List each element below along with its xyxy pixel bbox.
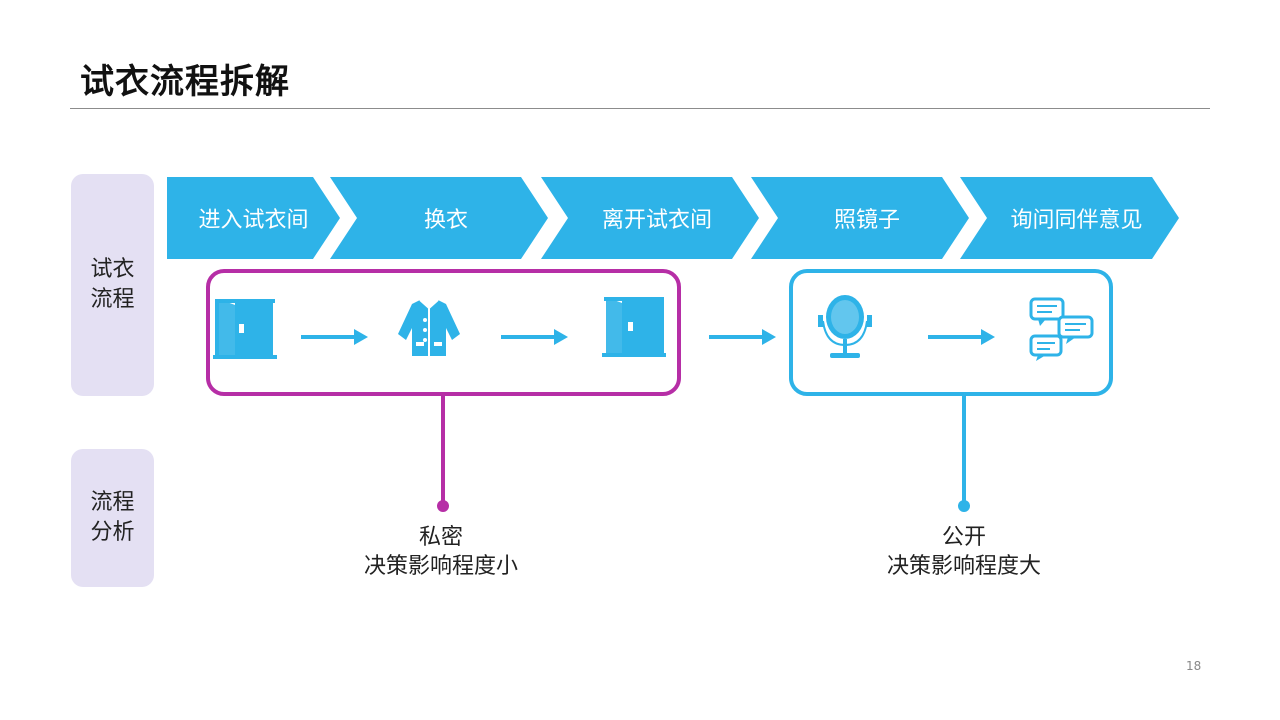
public-connector-dot [958, 500, 970, 512]
page-title: 试衣流程拆解 [80, 62, 290, 102]
public-group-box [789, 269, 1113, 396]
side-label-process-text: 试衣流程 [90, 257, 135, 312]
private-analysis-title: 私密 [418, 525, 463, 550]
chat-bubbles-icon [1029, 297, 1094, 361]
title-divider [70, 108, 1210, 109]
side-label-analysis-text: 流程分析 [90, 490, 135, 545]
step-chevron-ask-companion: 询问同伴意见 [960, 177, 1179, 259]
public-analysis: 公开 决策影响程度大 [844, 523, 1084, 581]
private-connector-dot [437, 500, 449, 512]
step-chevron-change-clothes: 换衣 [330, 177, 548, 259]
door-exit-icon [602, 297, 666, 357]
flow-arrow [928, 329, 995, 345]
public-analysis-title: 公开 [941, 525, 986, 550]
step-label: 询问同伴意见 [1010, 208, 1143, 233]
private-analysis-detail: 决策影响程度小 [363, 554, 518, 579]
flow-arrow [501, 329, 568, 345]
private-connector-line [441, 396, 445, 506]
door-enter-icon [213, 299, 277, 359]
flow-arrow [709, 329, 776, 345]
flow-arrow [301, 329, 368, 345]
mirror-icon [818, 295, 872, 358]
step-chevron-look-mirror: 照镜子 [751, 177, 969, 259]
jacket-icon [398, 299, 460, 356]
side-label-process: 试衣流程 [71, 174, 154, 396]
step-label: 进入试衣间 [198, 208, 309, 233]
public-analysis-detail: 决策影响程度大 [886, 554, 1041, 579]
public-connector-line [962, 396, 966, 506]
private-group-box [206, 269, 681, 396]
page-number: 18 [1186, 659, 1202, 673]
step-label: 换衣 [423, 208, 468, 233]
step-chevron-leave-room: 离开试衣间 [541, 177, 759, 259]
private-analysis: 私密 决策影响程度小 [321, 523, 561, 581]
step-label: 离开试衣间 [601, 208, 712, 233]
side-label-analysis: 流程分析 [71, 449, 154, 587]
step-chevron-enter-room: 进入试衣间 [167, 177, 340, 259]
step-label: 照镜子 [833, 208, 900, 233]
